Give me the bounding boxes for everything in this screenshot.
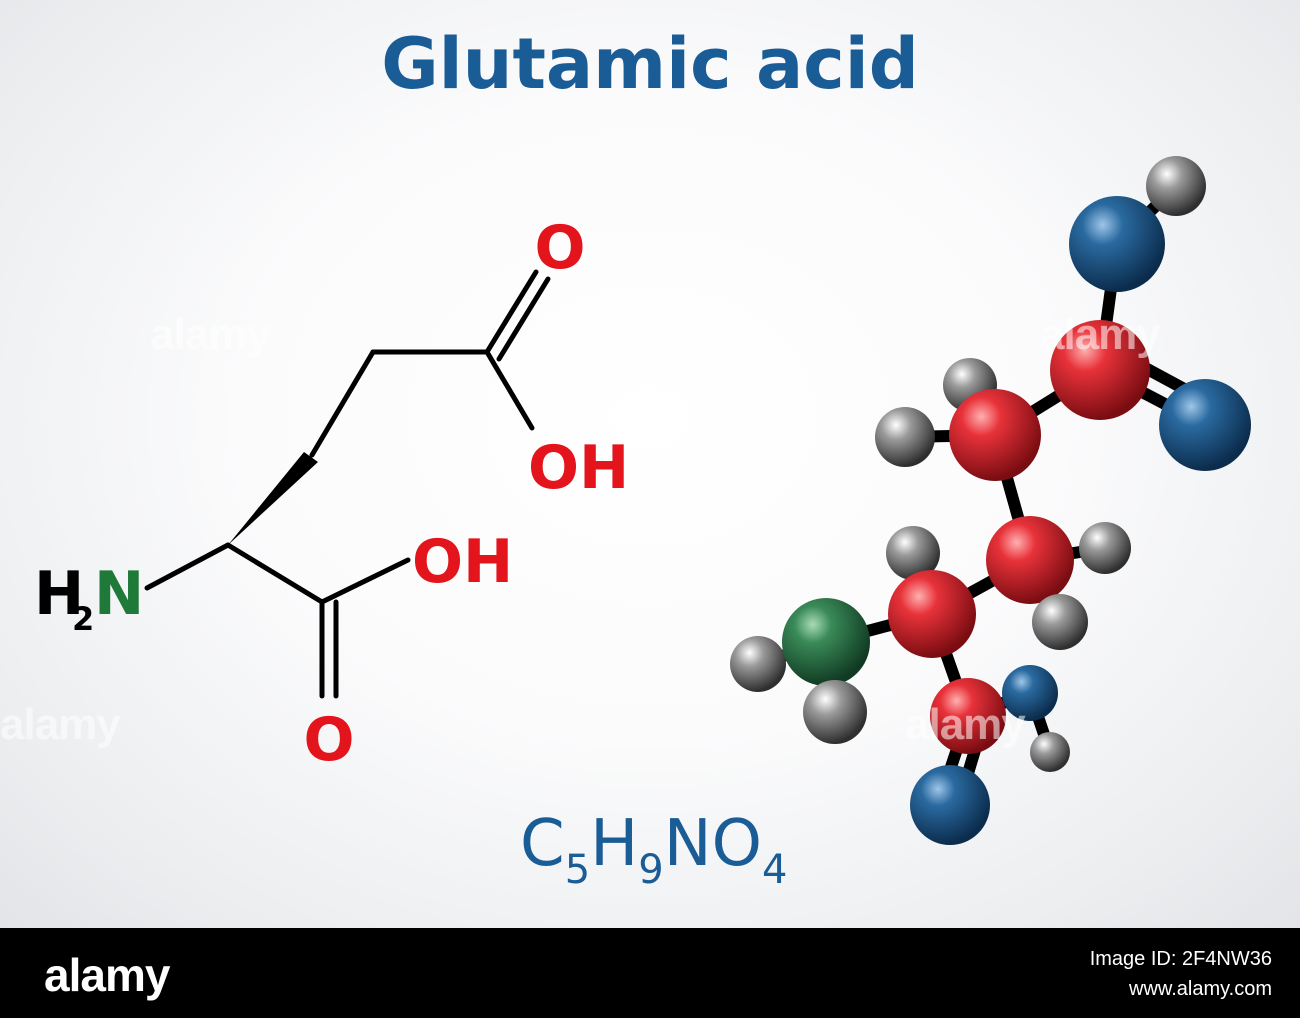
sphere-hydrogen <box>1032 594 1088 650</box>
watermark: alamy <box>0 700 121 749</box>
sphere-hydrogen <box>803 680 867 744</box>
watermark: alamy <box>150 310 271 359</box>
sphere-carbon-alpha <box>888 570 976 658</box>
atom-label-h: H <box>34 559 84 629</box>
bond-c4-o-double-a <box>484 269 539 355</box>
watermark: alamy <box>905 700 1026 749</box>
formula-element-o: O <box>711 807 762 881</box>
footer-bar: alamy Image ID: 2F4NW36 www.alamy.com <box>0 928 1300 1018</box>
bonds <box>144 269 551 699</box>
bond-c4-oh <box>484 349 535 431</box>
atom-label-oh-bottom: OH <box>412 527 513 597</box>
sphere-carbon <box>986 516 1074 604</box>
bond-c4-o-double-b <box>496 276 551 362</box>
sphere-carbon <box>1050 320 1150 420</box>
model-atoms <box>730 156 1251 845</box>
sphere-oxygen <box>910 765 990 845</box>
footer-brand-logo: alamy <box>44 949 170 1001</box>
sphere-hydrogen <box>886 526 940 580</box>
atom-label-n: N <box>94 559 144 629</box>
sphere-hydrogen <box>1079 522 1131 574</box>
sphere-hydrogen <box>875 407 935 467</box>
atom-label-oh-top: OH <box>528 433 629 503</box>
formula-count-h: 9 <box>638 847 664 893</box>
bond-ca-n <box>144 542 231 591</box>
formula-count-c: 5 <box>564 847 591 893</box>
molecular-formula: C5H9NO4 <box>520 807 787 893</box>
bond-c1-oh <box>319 557 411 605</box>
watermark: alamy <box>1040 310 1161 359</box>
footer-site-url: www.alamy.com <box>1129 978 1272 1000</box>
sphere-oxygen <box>1159 379 1251 471</box>
sphere-oxygen <box>1069 196 1165 292</box>
skeletal-structure: O OH OH O H 2 N <box>34 213 629 775</box>
bond-ca-c1 <box>225 542 325 605</box>
atom-label-o-bottom: O <box>303 705 354 775</box>
formula-element-n: N <box>663 807 712 881</box>
sphere-carbon <box>930 678 1006 754</box>
formula-element-c: C <box>520 807 565 881</box>
footer-image-info: Image ID: 2F4NW36 www.alamy.com <box>1090 944 1272 1004</box>
sphere-carbon <box>949 389 1041 481</box>
bond-c2-c3 <box>309 349 376 458</box>
sphere-hydrogen <box>1146 156 1206 216</box>
formula-element-h: H <box>590 807 639 881</box>
ball-and-stick-model <box>730 156 1251 845</box>
diagram-canvas: Glutamic acid O OH OH O H 2 N <box>0 0 1300 928</box>
sphere-hydrogen <box>1030 732 1070 772</box>
formula-count-o: 4 <box>761 847 788 893</box>
sphere-oxygen <box>1002 665 1058 721</box>
sphere-hydrogen <box>730 636 786 692</box>
page-title: Glutamic acid <box>381 23 919 105</box>
atom-label-h-subscript: 2 <box>72 600 94 638</box>
atom-label-o-top: O <box>534 213 585 283</box>
sphere-nitrogen <box>782 598 870 686</box>
wedge-bond <box>228 452 318 545</box>
footer-image-id: Image ID: 2F4NW36 <box>1089 948 1272 970</box>
